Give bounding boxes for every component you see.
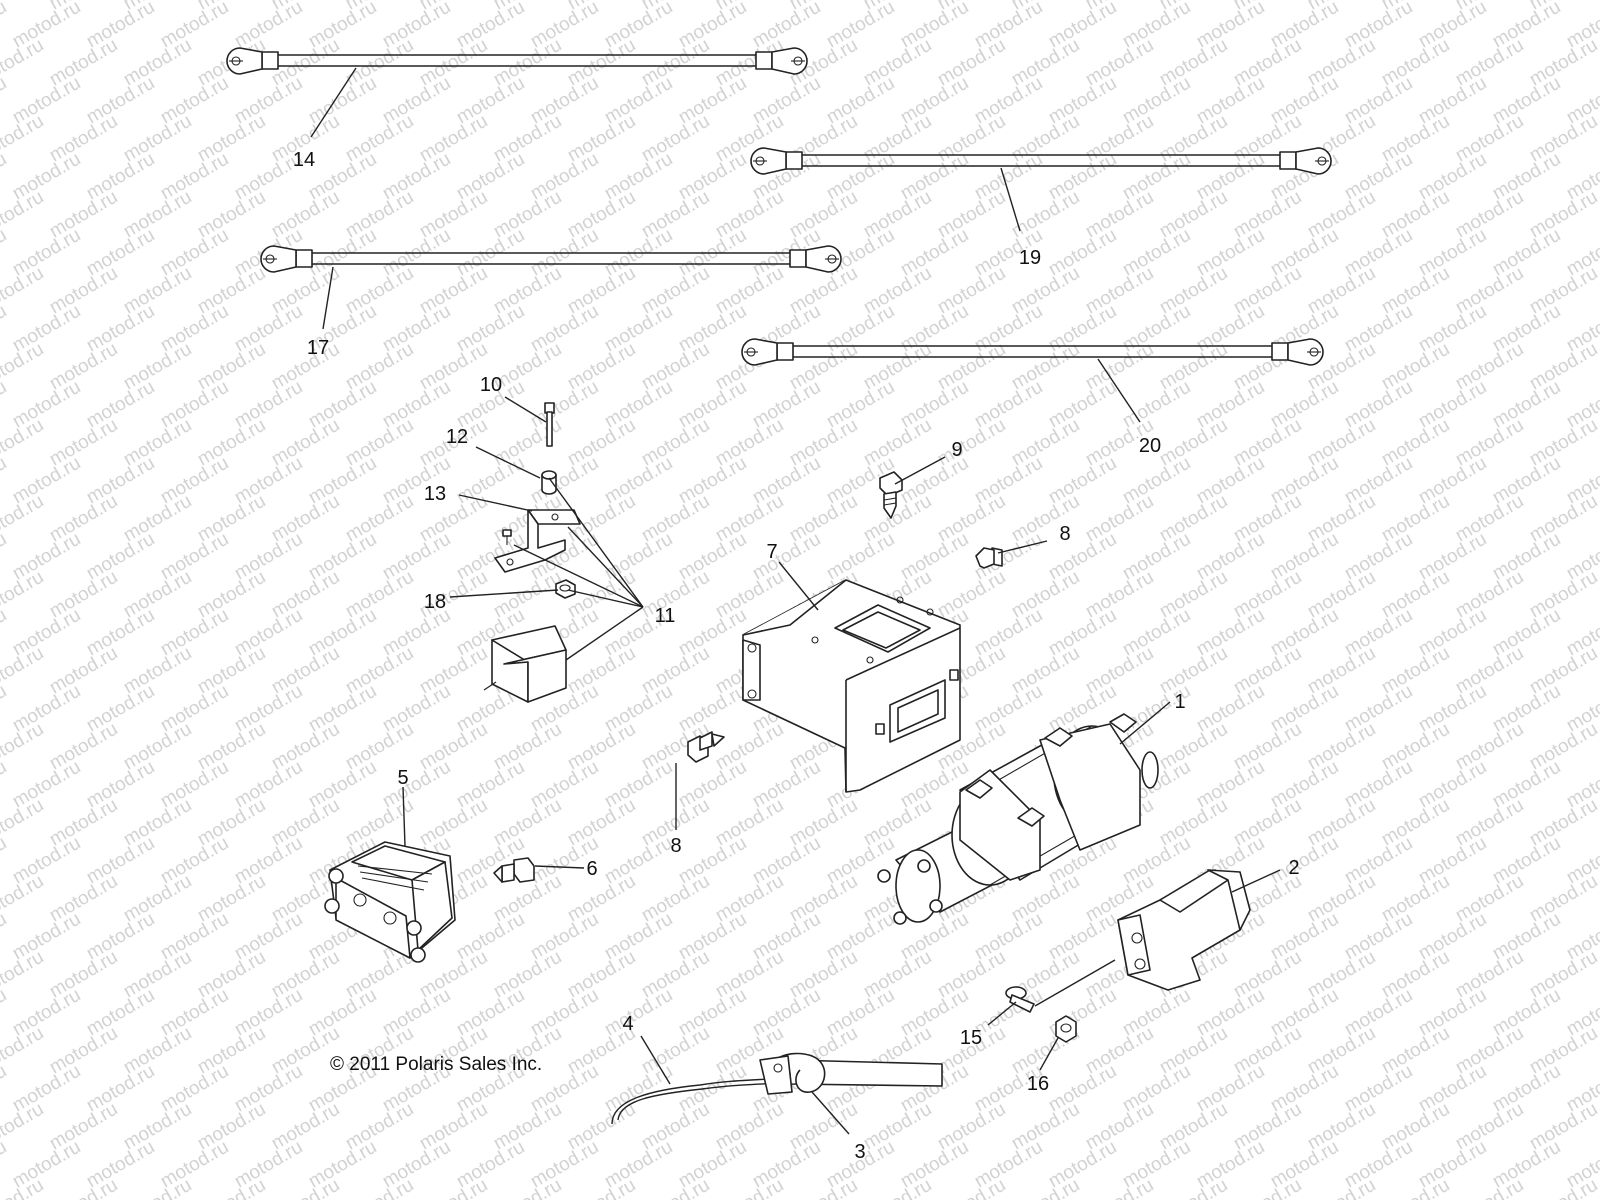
watermark-text: motod.ru bbox=[1452, 1175, 1527, 1200]
callout-11: 11 bbox=[655, 605, 676, 627]
callout-10: 10 bbox=[480, 374, 502, 396]
watermark-text: motod.ru bbox=[416, 1175, 491, 1200]
contactor-5 bbox=[324, 841, 456, 963]
copyright-notice: © 2011 Polaris Sales Inc. bbox=[330, 1054, 542, 1075]
cable-19 bbox=[750, 147, 1332, 175]
watermark-text: motod.ru bbox=[1008, 1175, 1083, 1200]
watermark-text: motod.ru bbox=[0, 681, 10, 737]
callout-19: 19 bbox=[1019, 247, 1041, 269]
watermark-text: motod.ru bbox=[0, 643, 47, 699]
bolt-15 bbox=[1005, 986, 1035, 1013]
watermark-text: motod.ru bbox=[0, 795, 47, 851]
watermark-text: motod.ru bbox=[342, 1175, 417, 1200]
hook-3 bbox=[759, 1052, 943, 1095]
watermark-text: motod.ru bbox=[860, 1175, 935, 1200]
watermark-text: motod.ru bbox=[0, 529, 10, 585]
watermark-text: motod.ru bbox=[0, 301, 10, 357]
callout-15: 15 bbox=[960, 1027, 982, 1049]
watermark-text: motod.ru bbox=[46, 1175, 121, 1200]
watermark-text: motod.ru bbox=[1156, 1175, 1231, 1200]
watermark-text: motod.ru bbox=[0, 263, 47, 319]
callout-8-lower: 8 bbox=[670, 835, 681, 857]
callout-20: 20 bbox=[1139, 435, 1161, 457]
callout-9: 9 bbox=[951, 439, 962, 461]
cable-20 bbox=[741, 338, 1324, 366]
screw-9 bbox=[879, 471, 903, 519]
watermark-text: motod.ru bbox=[0, 757, 10, 813]
bracket-13 bbox=[494, 509, 581, 573]
watermark-text: motod.ru bbox=[490, 1175, 565, 1200]
cable-14 bbox=[226, 47, 808, 75]
watermark-text: motod.ru bbox=[1526, 1175, 1600, 1200]
watermark-text: motod.ru bbox=[268, 1175, 343, 1200]
watermark-text: motod.ru bbox=[0, 453, 10, 509]
cable-17 bbox=[260, 245, 842, 273]
screw-8-upper bbox=[975, 547, 1003, 569]
watermark-text: motod.ru bbox=[0, 491, 47, 547]
watermark-text: motod.ru bbox=[0, 719, 47, 775]
watermark-text: motod.ru bbox=[1230, 1175, 1305, 1200]
watermark-text: motod.ru bbox=[0, 909, 10, 965]
watermark-text: motod.ru bbox=[0, 73, 10, 129]
watermark-text: motod.ru bbox=[786, 1175, 861, 1200]
callout-3: 3 bbox=[854, 1141, 865, 1163]
watermark-text: motod.ru bbox=[0, 605, 10, 661]
callout-18: 18 bbox=[424, 591, 446, 613]
nut-18 bbox=[555, 579, 576, 599]
watermark-text: motod.ru bbox=[0, 339, 47, 395]
watermark-text: motod.ru bbox=[0, 225, 10, 281]
callout-5: 5 bbox=[397, 767, 408, 789]
leader-lines bbox=[310, 67, 1281, 1135]
watermark-text: motod.ru bbox=[0, 0, 10, 52]
callout-13: 13 bbox=[424, 483, 446, 505]
watermark-text: motod.ru bbox=[1082, 1175, 1157, 1200]
callout-14: 14 bbox=[293, 149, 315, 171]
watermark-text: motod.ru bbox=[0, 415, 47, 471]
watermark-text: motod.ru bbox=[0, 567, 47, 623]
watermark-text: motod.ru bbox=[0, 947, 47, 1003]
watermark-text: motod.ru bbox=[0, 187, 47, 243]
callout-2: 2 bbox=[1288, 857, 1299, 879]
winch-rope-4 bbox=[611, 1077, 786, 1125]
bracket-2 bbox=[1117, 869, 1251, 991]
watermark-text: motod.ru bbox=[712, 1175, 787, 1200]
nut-16 bbox=[1055, 1015, 1077, 1043]
callout-7: 7 bbox=[766, 541, 777, 563]
watermark-text: motod.ru bbox=[0, 1099, 47, 1155]
watermark-text: motod.ru bbox=[564, 1175, 639, 1200]
watermark-text: motod.ru bbox=[638, 1175, 713, 1200]
watermark-text: motod.ru bbox=[0, 1137, 10, 1193]
watermark-text: motod.ru bbox=[0, 871, 47, 927]
watermark-text: motod.ru bbox=[120, 1175, 195, 1200]
watermark-text: motod.ru bbox=[0, 149, 10, 205]
watermark-text: motod.ru bbox=[0, 1061, 10, 1117]
callout-17: 17 bbox=[307, 337, 329, 359]
watermark-text: motod.ru bbox=[0, 1023, 47, 1079]
winch-mount-plate-7 bbox=[742, 579, 961, 793]
bolt-10 bbox=[544, 402, 555, 447]
callout-8-upper: 8 bbox=[1059, 523, 1070, 545]
watermark-text: motod.ru bbox=[0, 985, 10, 1041]
callout-1: 1 bbox=[1174, 691, 1185, 713]
relay-11 bbox=[483, 625, 567, 703]
callout-6: 6 bbox=[586, 858, 597, 880]
watermark-text: motod.ru bbox=[194, 1175, 269, 1200]
screw-8-lower bbox=[687, 731, 725, 763]
winch-1 bbox=[877, 713, 1159, 925]
watermark-text: motod.ru bbox=[934, 1175, 1009, 1200]
watermark-text: motod.ru bbox=[1304, 1175, 1379, 1200]
callout-16: 16 bbox=[1027, 1073, 1049, 1095]
watermark-text: motod.ru bbox=[0, 833, 10, 889]
watermark-text: motod.ru bbox=[0, 111, 47, 167]
watermark-text: motod.ru bbox=[0, 35, 47, 91]
watermark-text: motod.ru bbox=[0, 377, 10, 433]
callout-12: 12 bbox=[446, 426, 468, 448]
screw-6 bbox=[493, 857, 535, 883]
callout-4: 4 bbox=[622, 1013, 633, 1035]
callout-labels: 14 19 17 20 10 12 13 18 11 9 8 7 8 1 5 6… bbox=[293, 149, 1300, 1163]
watermark-text: motod.ru bbox=[1378, 1175, 1453, 1200]
spacer-12 bbox=[541, 470, 557, 495]
